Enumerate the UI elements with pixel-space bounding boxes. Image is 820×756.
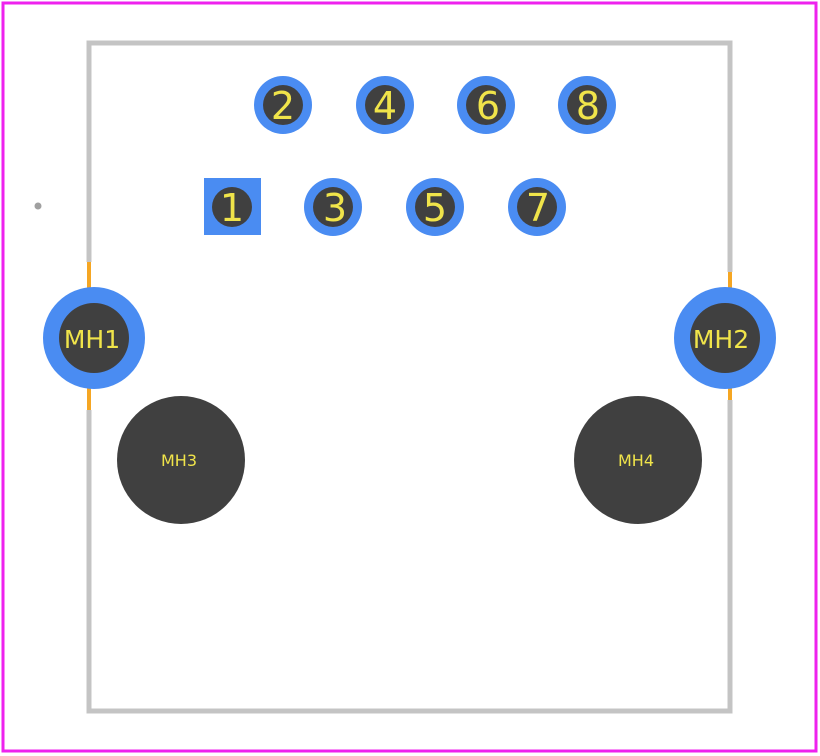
pin-3[interactable]: 3 [304, 178, 362, 236]
mh2-label: MH2 [693, 325, 749, 354]
pin-7[interactable]: 7 [508, 178, 566, 236]
pin-5-drill [415, 187, 455, 227]
mh2-drill [690, 303, 760, 373]
pin-4-label: 4 [373, 84, 397, 128]
mh4-drill [574, 396, 702, 524]
pin-2-drill [263, 85, 303, 125]
keepout-lines [87, 262, 732, 410]
pin-1[interactable]: 1 [204, 178, 261, 235]
mh1-drill [59, 303, 129, 373]
mounting-hole-mh3[interactable]: MH3 [117, 396, 245, 524]
pin-6-label: 6 [476, 84, 500, 128]
pin-1-label: 1 [220, 186, 244, 230]
pin-4[interactable]: 4 [356, 76, 414, 134]
mh3-label: MH3 [161, 451, 197, 470]
pin-2-label: 2 [271, 84, 295, 128]
pin-5-label: 5 [423, 186, 447, 230]
mounting-hole-mh1[interactable]: MH1 [43, 287, 145, 389]
pin-7-label: 7 [526, 186, 550, 230]
mh1-label: MH1 [64, 325, 120, 354]
mh4-label: MH4 [618, 451, 654, 470]
silkscreen-bottom-edge [86, 400, 733, 714]
mounting-hole-mh4[interactable]: MH4 [574, 396, 702, 524]
pin-8-drill [567, 85, 607, 125]
pin-8-label: 8 [576, 84, 600, 128]
pin-7-drill [517, 187, 557, 227]
pin-2[interactable]: 2 [254, 76, 312, 134]
origin-dot [34, 202, 42, 210]
mh3-drill [117, 396, 245, 524]
silkscreen-top-edge [86, 40, 733, 272]
pin-5[interactable]: 5 [406, 178, 464, 236]
pin-3-drill [313, 187, 353, 227]
silkscreen-outline [86, 40, 733, 714]
mounting-hole-mh2[interactable]: MH2 [674, 287, 776, 389]
pin-6[interactable]: 6 [457, 76, 515, 134]
pin-6-drill [466, 85, 506, 125]
pin-1-drill [212, 187, 252, 227]
pin-3-label: 3 [323, 186, 347, 230]
pin-4-drill [365, 85, 405, 125]
pin-8[interactable]: 8 [558, 76, 616, 134]
